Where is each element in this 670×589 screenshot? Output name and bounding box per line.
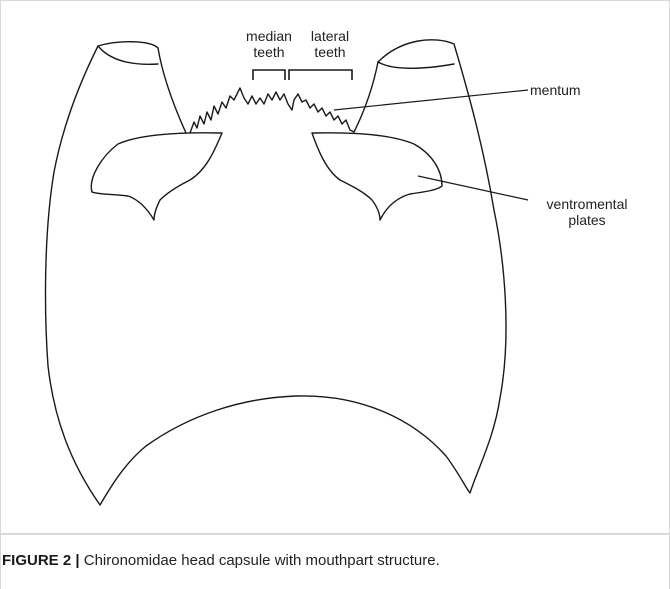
head-capsule-outline	[46, 40, 507, 505]
ventromental-leader-line	[418, 176, 528, 200]
figure-caption: FIGURE 2 | Chironomidae head capsule wit…	[2, 552, 440, 569]
caption-separator: |	[75, 552, 79, 569]
frame-bottom-rule	[0, 533, 670, 535]
left-lobe-fold	[98, 46, 158, 64]
median-teeth-bracket	[253, 70, 285, 80]
lateral-teeth-label: lateral teeth	[298, 28, 362, 60]
lateral-teeth-bracket	[289, 70, 352, 80]
caption-text: Chironomidae head capsule with mouthpart…	[84, 552, 440, 569]
mentum-label: mentum	[530, 82, 581, 98]
left-ventromental-plate	[91, 133, 222, 220]
ventromental-plates-label: ventromental plates	[532, 196, 642, 228]
caption-figure-number: FIGURE 2	[2, 552, 71, 569]
mentum-leader-line	[334, 90, 528, 110]
right-lobe-fold	[378, 62, 454, 68]
mentum-outline	[190, 88, 354, 133]
head-capsule-diagram	[0, 0, 670, 535]
median-teeth-label: median teeth	[234, 28, 304, 60]
